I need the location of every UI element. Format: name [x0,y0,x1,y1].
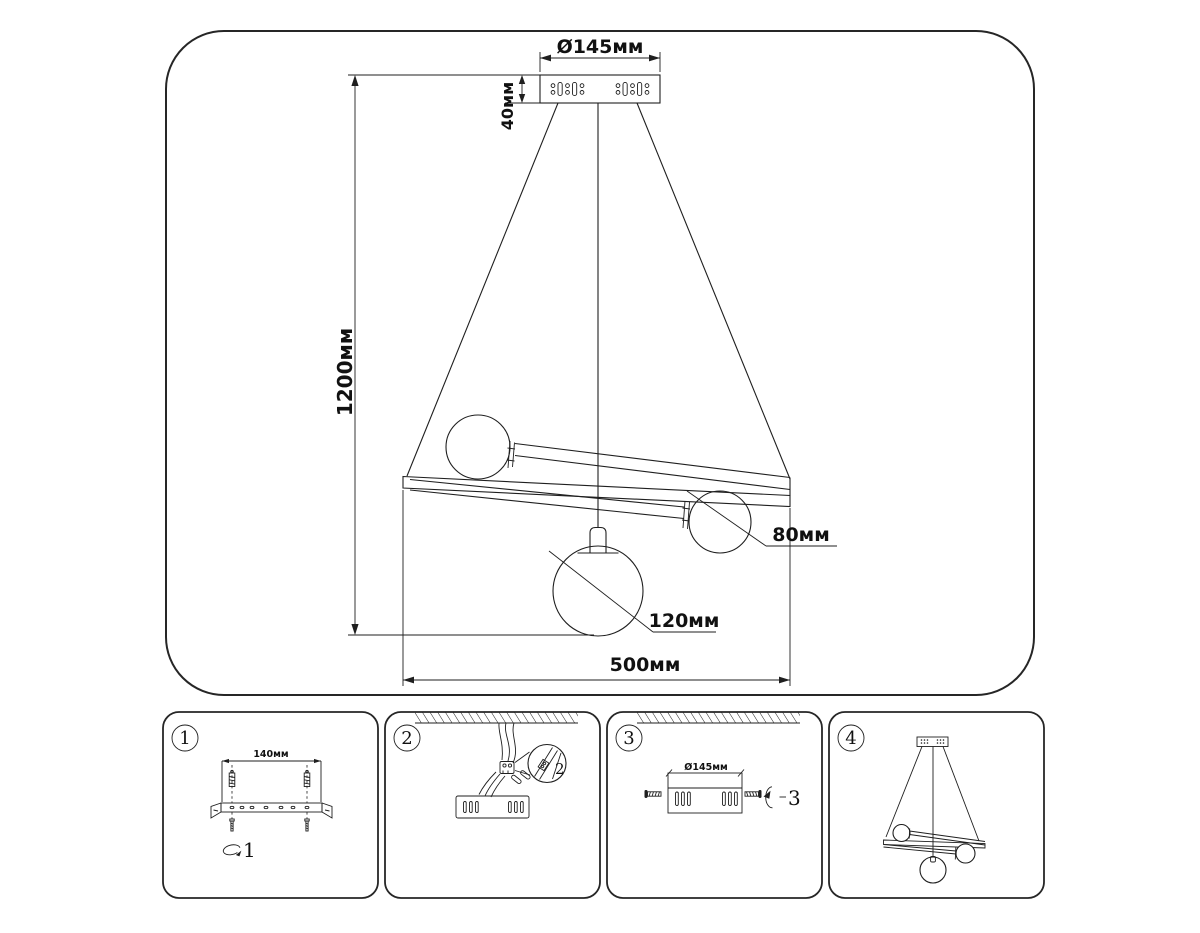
small-globe-label: 80мм [772,524,830,546]
step-panel-3: 3 Ø145мм 3 [606,711,823,899]
step-1-frame [162,711,379,899]
bracket-width-label: 140мм [253,749,288,760]
wire-lug [520,770,531,780]
dimension-canopy-height: 40мм [498,75,540,130]
mini-canopy-perforation [920,739,945,744]
canopy-fixing-diagram: Ø145мм 3 [644,762,801,814]
wire-lug [511,774,522,784]
fixture-width-label: 500мм [610,654,681,676]
step-4-badge-circle [837,724,865,752]
step-1-badge-circle [171,724,199,752]
ceiling-hatch [415,712,578,724]
dimension-overall-height: 1200мм [333,74,594,636]
step-2-badge-circle [393,724,421,752]
step-panel-2: 2 [384,711,601,899]
ceiling-hatch [637,712,800,724]
large-globe-label: 120мм [649,610,720,632]
globe-80mm [681,490,752,554]
canopy-diameter-label: Ø145мм [557,36,644,58]
step-3-badge: 3 [623,728,634,749]
globe-120mm [552,526,644,637]
leader-120mm: 120мм [548,550,720,633]
step-3-frame [606,711,823,899]
canopy-step3 [667,772,743,814]
step-2-badge: 2 [401,728,412,749]
rod-upper [514,442,791,491]
wiring-diagram: 2 [455,722,567,819]
step-panel-4: 4 [828,711,1045,899]
overall-height-label: 1200мм [333,328,357,416]
step-1-action-label: 1 [243,838,256,862]
dimension-canopy-diameter: Ø145мм [539,36,661,72]
rotate-arrow-icon [763,786,786,809]
leader-80mm: 80мм [686,490,837,547]
magnifier-detail-icon: 2 [514,743,567,784]
step-3-badge-circle [615,724,643,752]
step-2-frame [384,711,601,899]
rotate-arrow-icon [222,844,242,857]
ceiling-canopy [539,74,661,104]
main-diagram: 1200мм Ø145мм 40мм 500мм [165,30,1035,696]
main-diagram-frame [165,30,1035,696]
step-panel-1: 1 140мм [162,711,379,899]
dimension-fixture-width: 500мм [402,490,791,686]
step-3-canopy-diameter-label: Ø145мм [684,762,727,773]
assembled-lamp-mini [883,736,986,884]
suspension-wires [406,102,791,527]
rod-lower [409,478,685,520]
canopy-step2 [455,795,530,819]
canopy-height-label: 40мм [498,82,517,130]
mounting-bracket-diagram: 140мм [210,749,333,832]
main-bar [402,475,791,508]
step-4-frame [828,711,1045,899]
step-4-badge: 4 [845,728,856,749]
step-3-action-label: 3 [788,786,801,810]
step-1-badge: 1 [179,728,190,749]
terminal-block [499,761,515,774]
step-2-detail-label: 2 [555,760,565,778]
globe-upper-left [445,414,516,480]
